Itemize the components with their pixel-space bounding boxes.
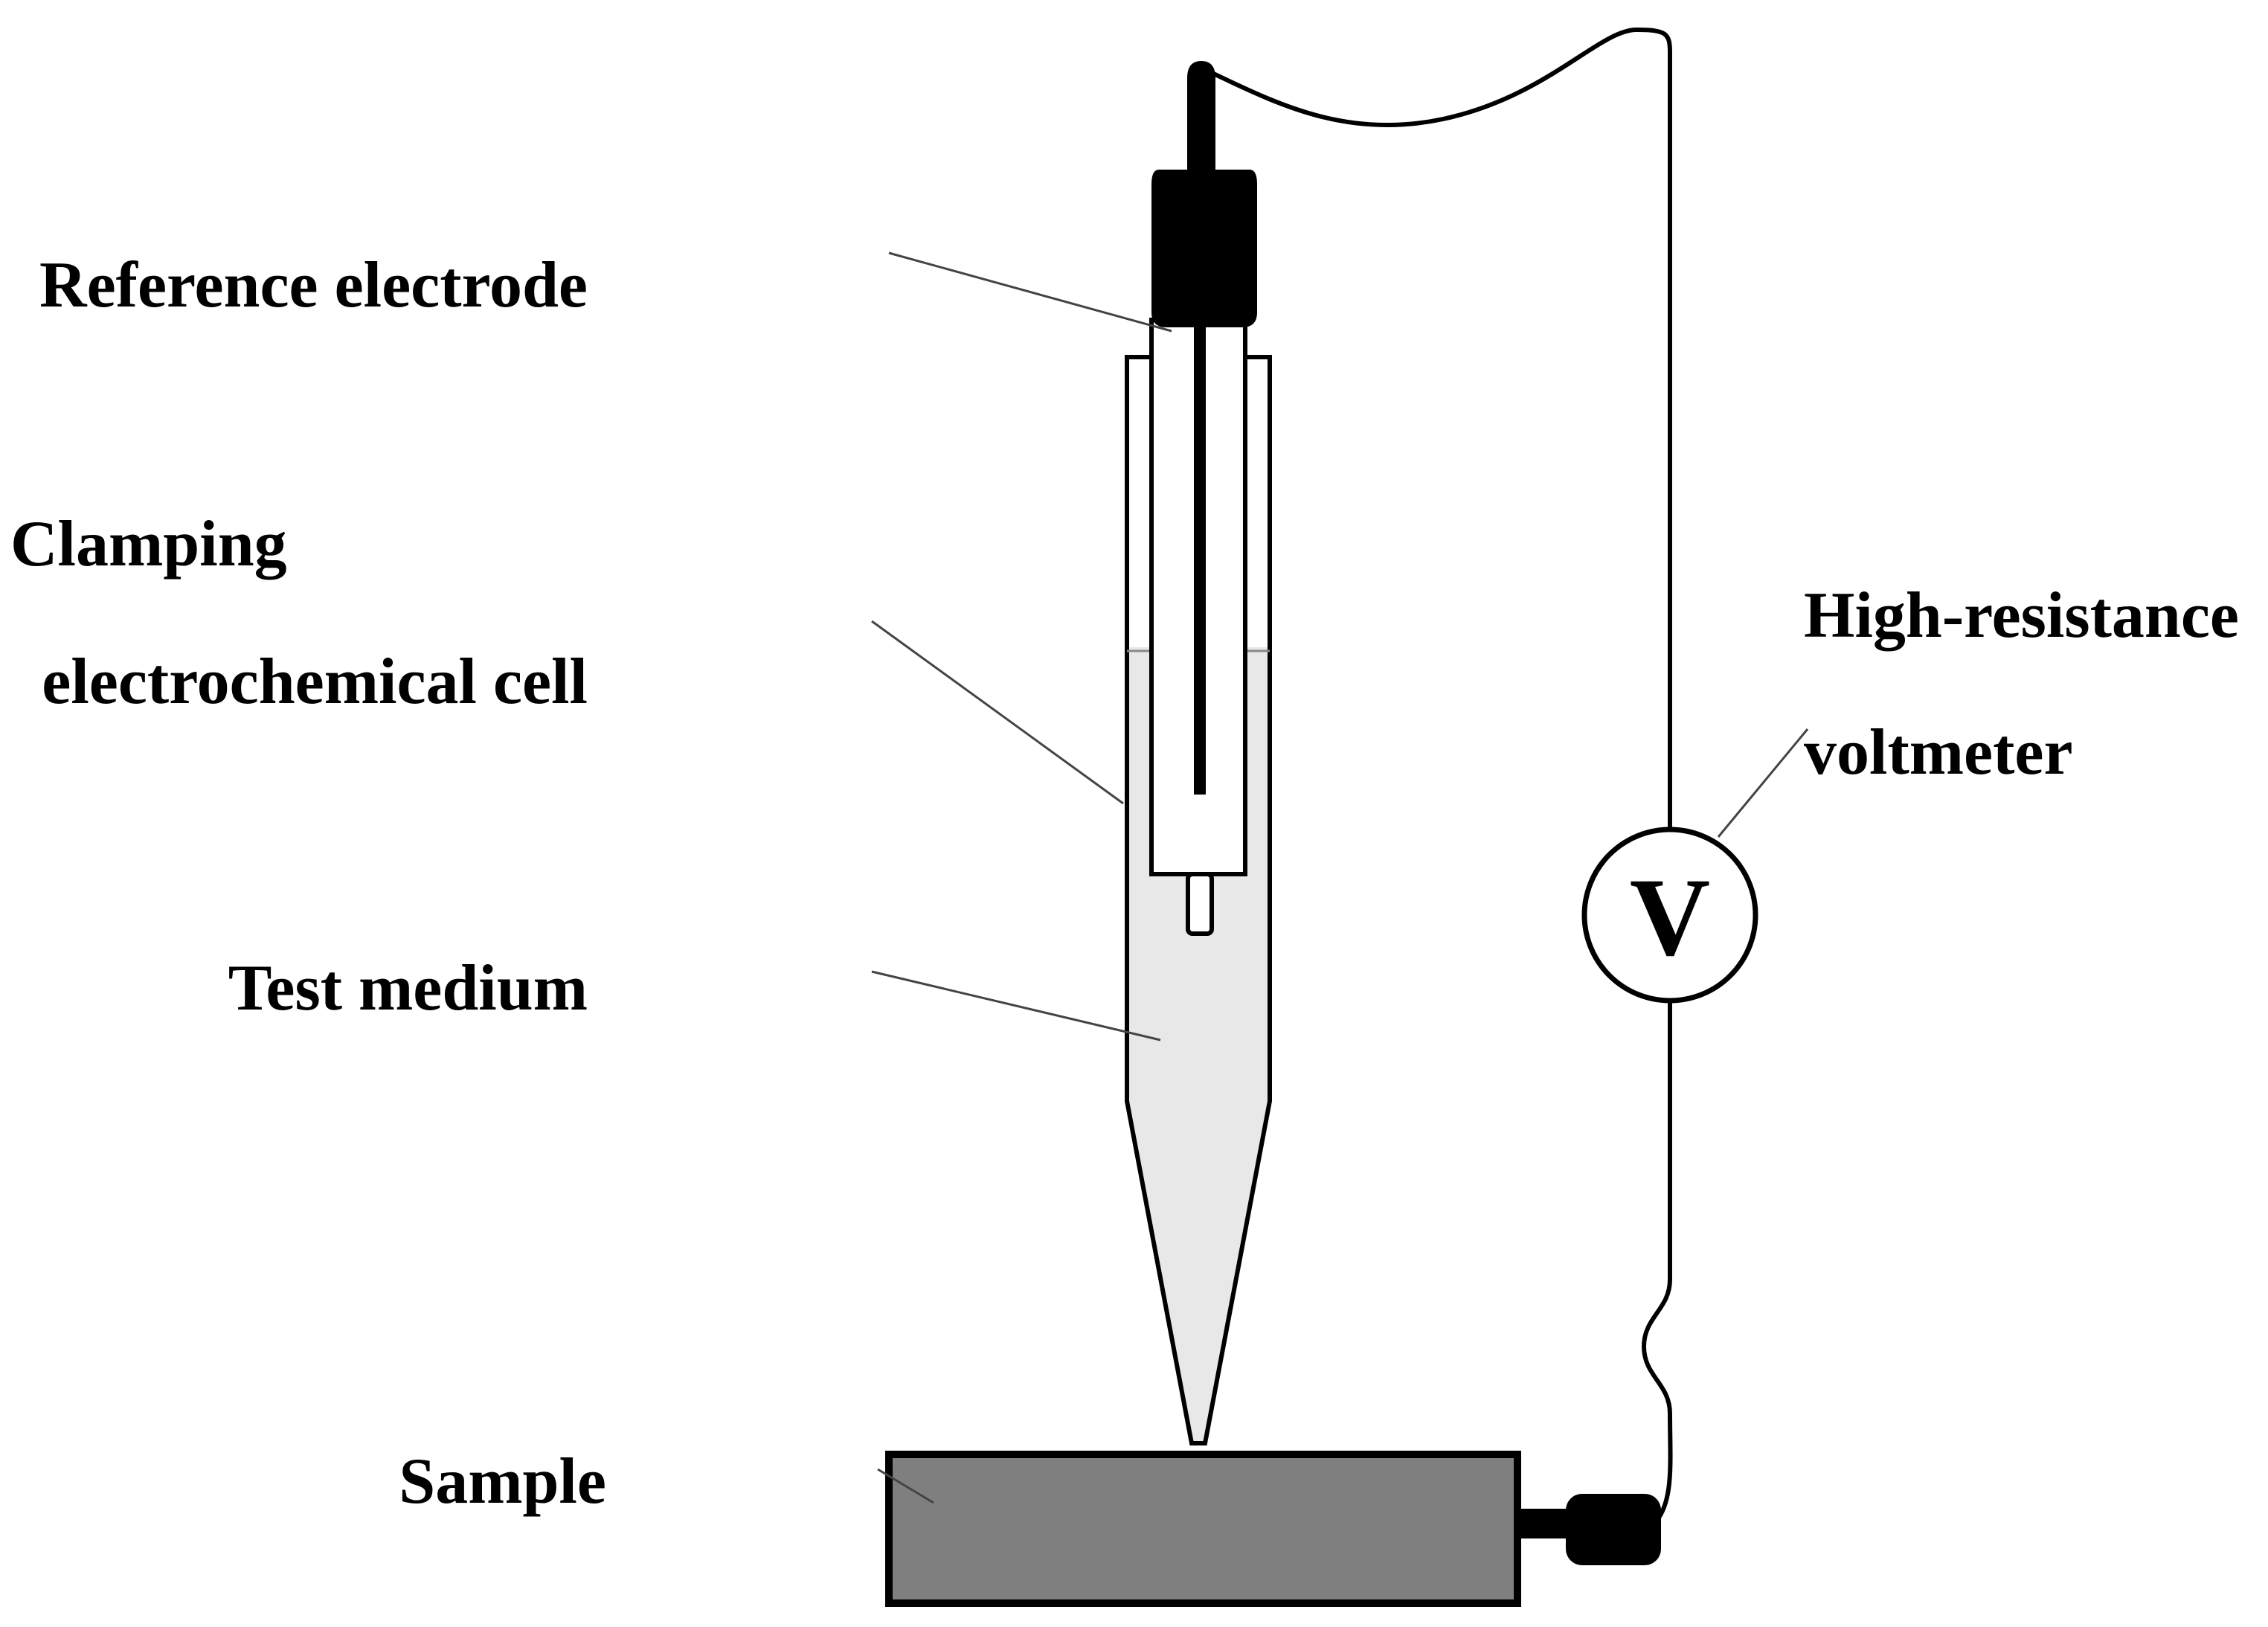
wire-voltmeter-to-sample: [1636, 1001, 1673, 1524]
electrode-cable-stem: [1187, 61, 1215, 173]
label-voltmeter-line1: High-resistance: [1804, 580, 2239, 652]
sample-connector-stem: [1517, 1509, 1570, 1538]
label-test-medium: Test medium: [228, 952, 588, 1024]
leader-line-sample: [877, 1468, 934, 1504]
label-sample: Sample: [399, 1445, 606, 1518]
label-clamping-line2: electrochemical cell: [42, 646, 588, 718]
voltmeter-symbol: V: [1630, 856, 1710, 979]
reference-electrode-cap: [1151, 170, 1257, 327]
sample-connector-plug: [1566, 1494, 1661, 1565]
leader-line-reference-electrode: [888, 251, 1172, 333]
sample-block: [885, 1451, 1521, 1607]
label-clamping-line1: Clamping: [10, 508, 287, 580]
leader-line-voltmeter: [1717, 728, 1809, 838]
clamping-electrochemical-cell: [1125, 355, 1272, 1445]
label-voltmeter-line2: voltmeter: [1804, 716, 2073, 789]
leader-line-test-medium: [871, 970, 1161, 1042]
leader-line-clamping-cell: [871, 620, 1124, 805]
label-reference-electrode: Reference electrode: [39, 249, 588, 321]
wire-electrode-to-voltmeter: [1198, 27, 1672, 833]
reference-electrode-tip: [1186, 872, 1214, 936]
